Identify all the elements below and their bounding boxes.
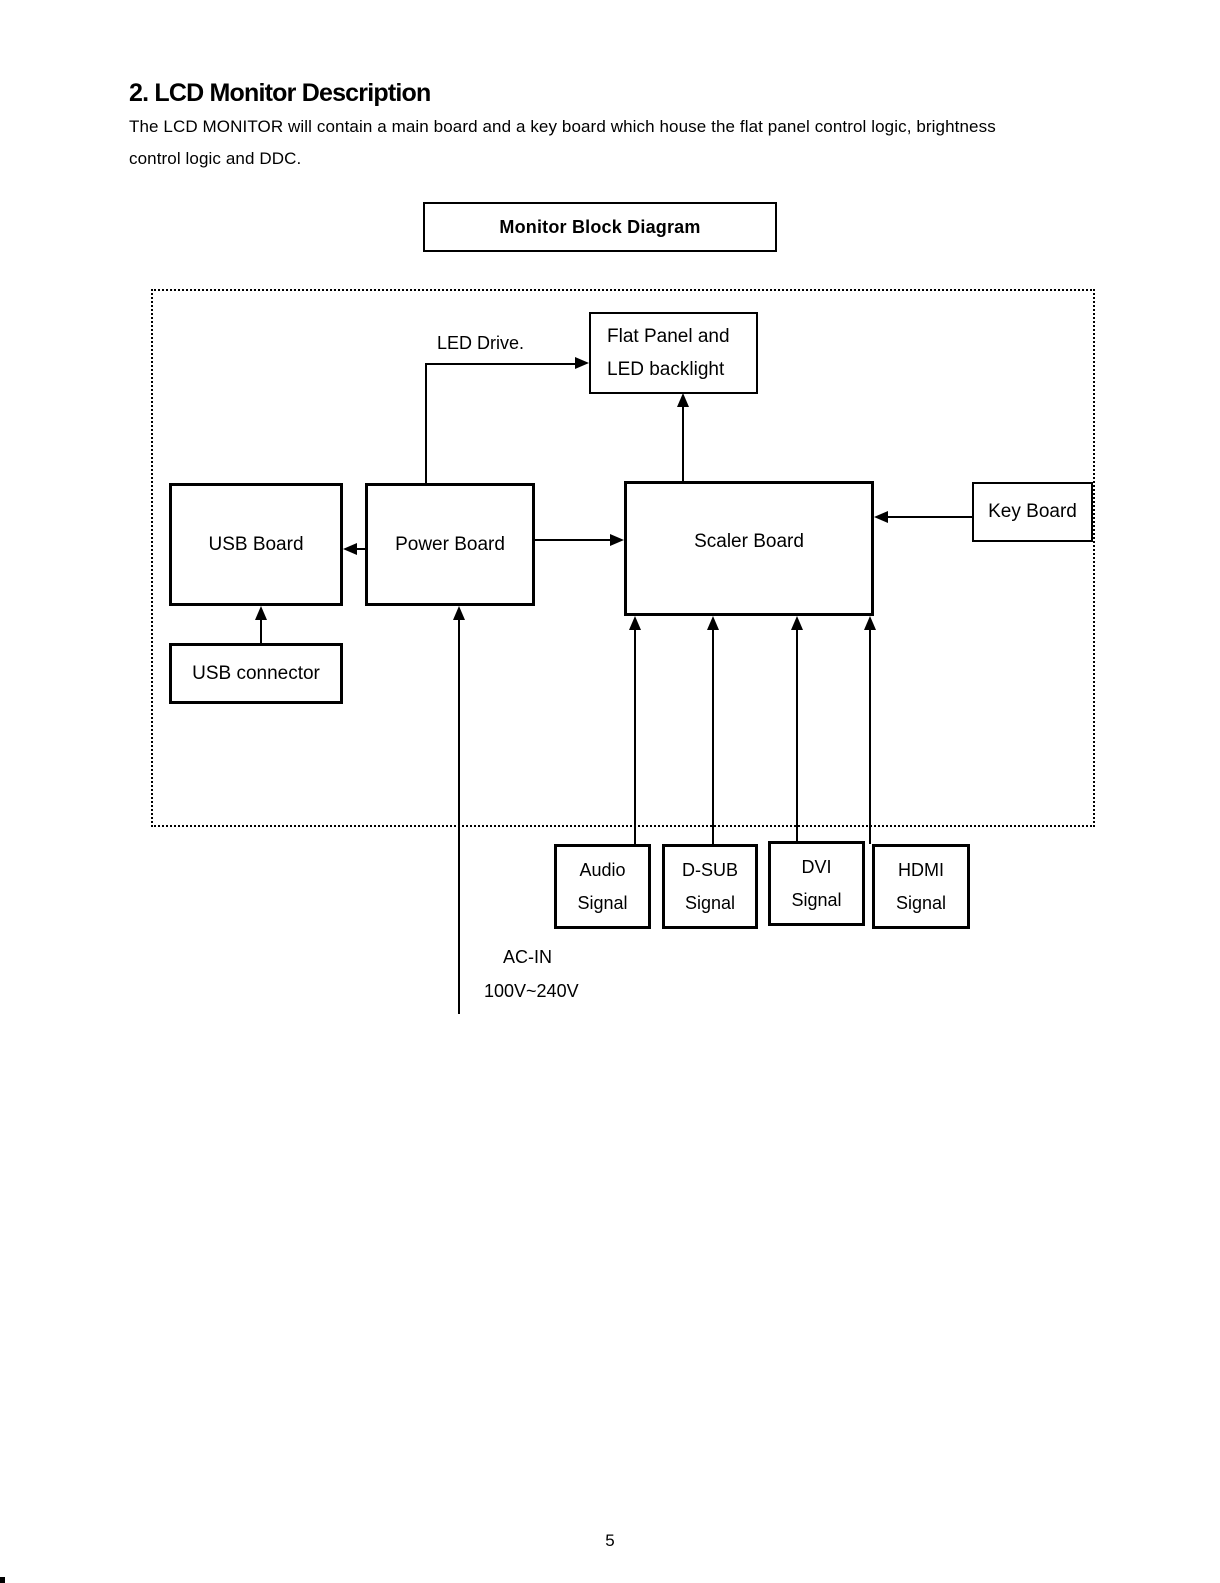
hdmi-signal-line-2: Signal: [895, 892, 947, 913]
block-dsub-signal: D-SUB Signal: [662, 844, 758, 929]
block-usb-connector: USB connector: [169, 643, 343, 704]
connector-audio-to-scaler: [634, 629, 636, 844]
connector-power-to-flatpanel-horizontal: [425, 363, 576, 365]
block-usb-board: USB Board: [169, 483, 343, 606]
arrowhead-into-scaler-right: [874, 511, 888, 523]
ac-in-label: AC-IN: [503, 947, 552, 967]
arrowhead-dsub-into-scaler: [707, 616, 719, 630]
arrowhead-into-flatpanel-left: [575, 357, 589, 369]
paragraph-line-2: control logic and DDC.: [129, 148, 302, 168]
led-drive-label: LED Drive.: [437, 333, 525, 353]
arrowhead-into-usb-board: [343, 543, 357, 555]
connector-power-to-flatpanel-vertical: [425, 363, 427, 483]
connector-dsub-to-scaler: [712, 629, 714, 844]
scan-artifact-dot: [0, 1577, 5, 1583]
diagram-title: Monitor Block Diagram: [499, 216, 701, 237]
connector-usbconnector-to-usb: [260, 619, 262, 643]
page-number: 5: [605, 1531, 615, 1550]
block-dvi-signal: DVI Signal: [768, 841, 865, 926]
diagram-title-box: Monitor Block Diagram: [423, 202, 777, 252]
arrowhead-into-scaler-left: [610, 534, 624, 546]
arrowhead-dvi-into-scaler: [791, 616, 803, 630]
usb-connector-label: USB connector: [192, 662, 320, 684]
audio-signal-line-2: Signal: [577, 892, 628, 913]
connector-power-to-usb: [356, 548, 365, 550]
connector-hdmi-to-scaler: [869, 629, 871, 844]
arrowhead-hdmi-into-scaler: [864, 616, 876, 630]
connector-scaler-to-flatpanel: [682, 406, 684, 482]
intro-paragraph: The LCD MONITOR will contain a main boar…: [129, 111, 996, 174]
arrowhead-into-usb-board-bottom: [255, 606, 267, 620]
dvi-signal-line-1: DVI: [801, 856, 832, 877]
paragraph-line-1: The LCD MONITOR will contain a main boar…: [129, 117, 996, 136]
dvi-signal-line-2: Signal: [791, 889, 842, 910]
block-scaler-board: Scaler Board: [624, 481, 874, 616]
arrowhead-into-flatpanel-bottom: [677, 393, 689, 407]
dsub-signal-line-2: Signal: [684, 892, 736, 913]
dsub-signal-line-1: D-SUB: [681, 859, 738, 880]
block-flat-panel: Flat Panel and LED backlight: [589, 312, 758, 394]
power-board-label: Power Board: [395, 533, 505, 555]
audio-signal-line-1: Audio: [579, 859, 626, 880]
arrowhead-audio-into-scaler: [629, 616, 641, 630]
block-hdmi-signal: HDMI Signal: [872, 844, 970, 929]
arrowhead-into-power-board-bottom: [453, 606, 465, 620]
hdmi-signal-line-1: HDMI: [898, 859, 944, 880]
diagram-boundary: [151, 289, 1095, 827]
connector-acin-to-power: [458, 619, 460, 1014]
scaler-board-label: Scaler Board: [694, 530, 804, 552]
block-power-board: Power Board: [365, 483, 535, 606]
connector-power-to-scaler: [535, 539, 611, 541]
flat-panel-line-1: Flat Panel and: [607, 326, 730, 347]
flat-panel-line-2: LED backlight: [607, 359, 725, 380]
block-audio-signal: Audio Signal: [554, 844, 651, 929]
connector-dvi-to-scaler: [796, 629, 798, 841]
block-key-board: Key Board: [972, 482, 1093, 542]
usb-board-label: USB Board: [208, 533, 304, 555]
section-heading: 2. LCD Monitor Description: [129, 79, 431, 107]
key-board-label: Key Board: [988, 501, 1077, 522]
connector-keyboard-to-scaler: [887, 516, 972, 518]
ac-voltage-label: 100V~240V: [484, 981, 579, 1001]
